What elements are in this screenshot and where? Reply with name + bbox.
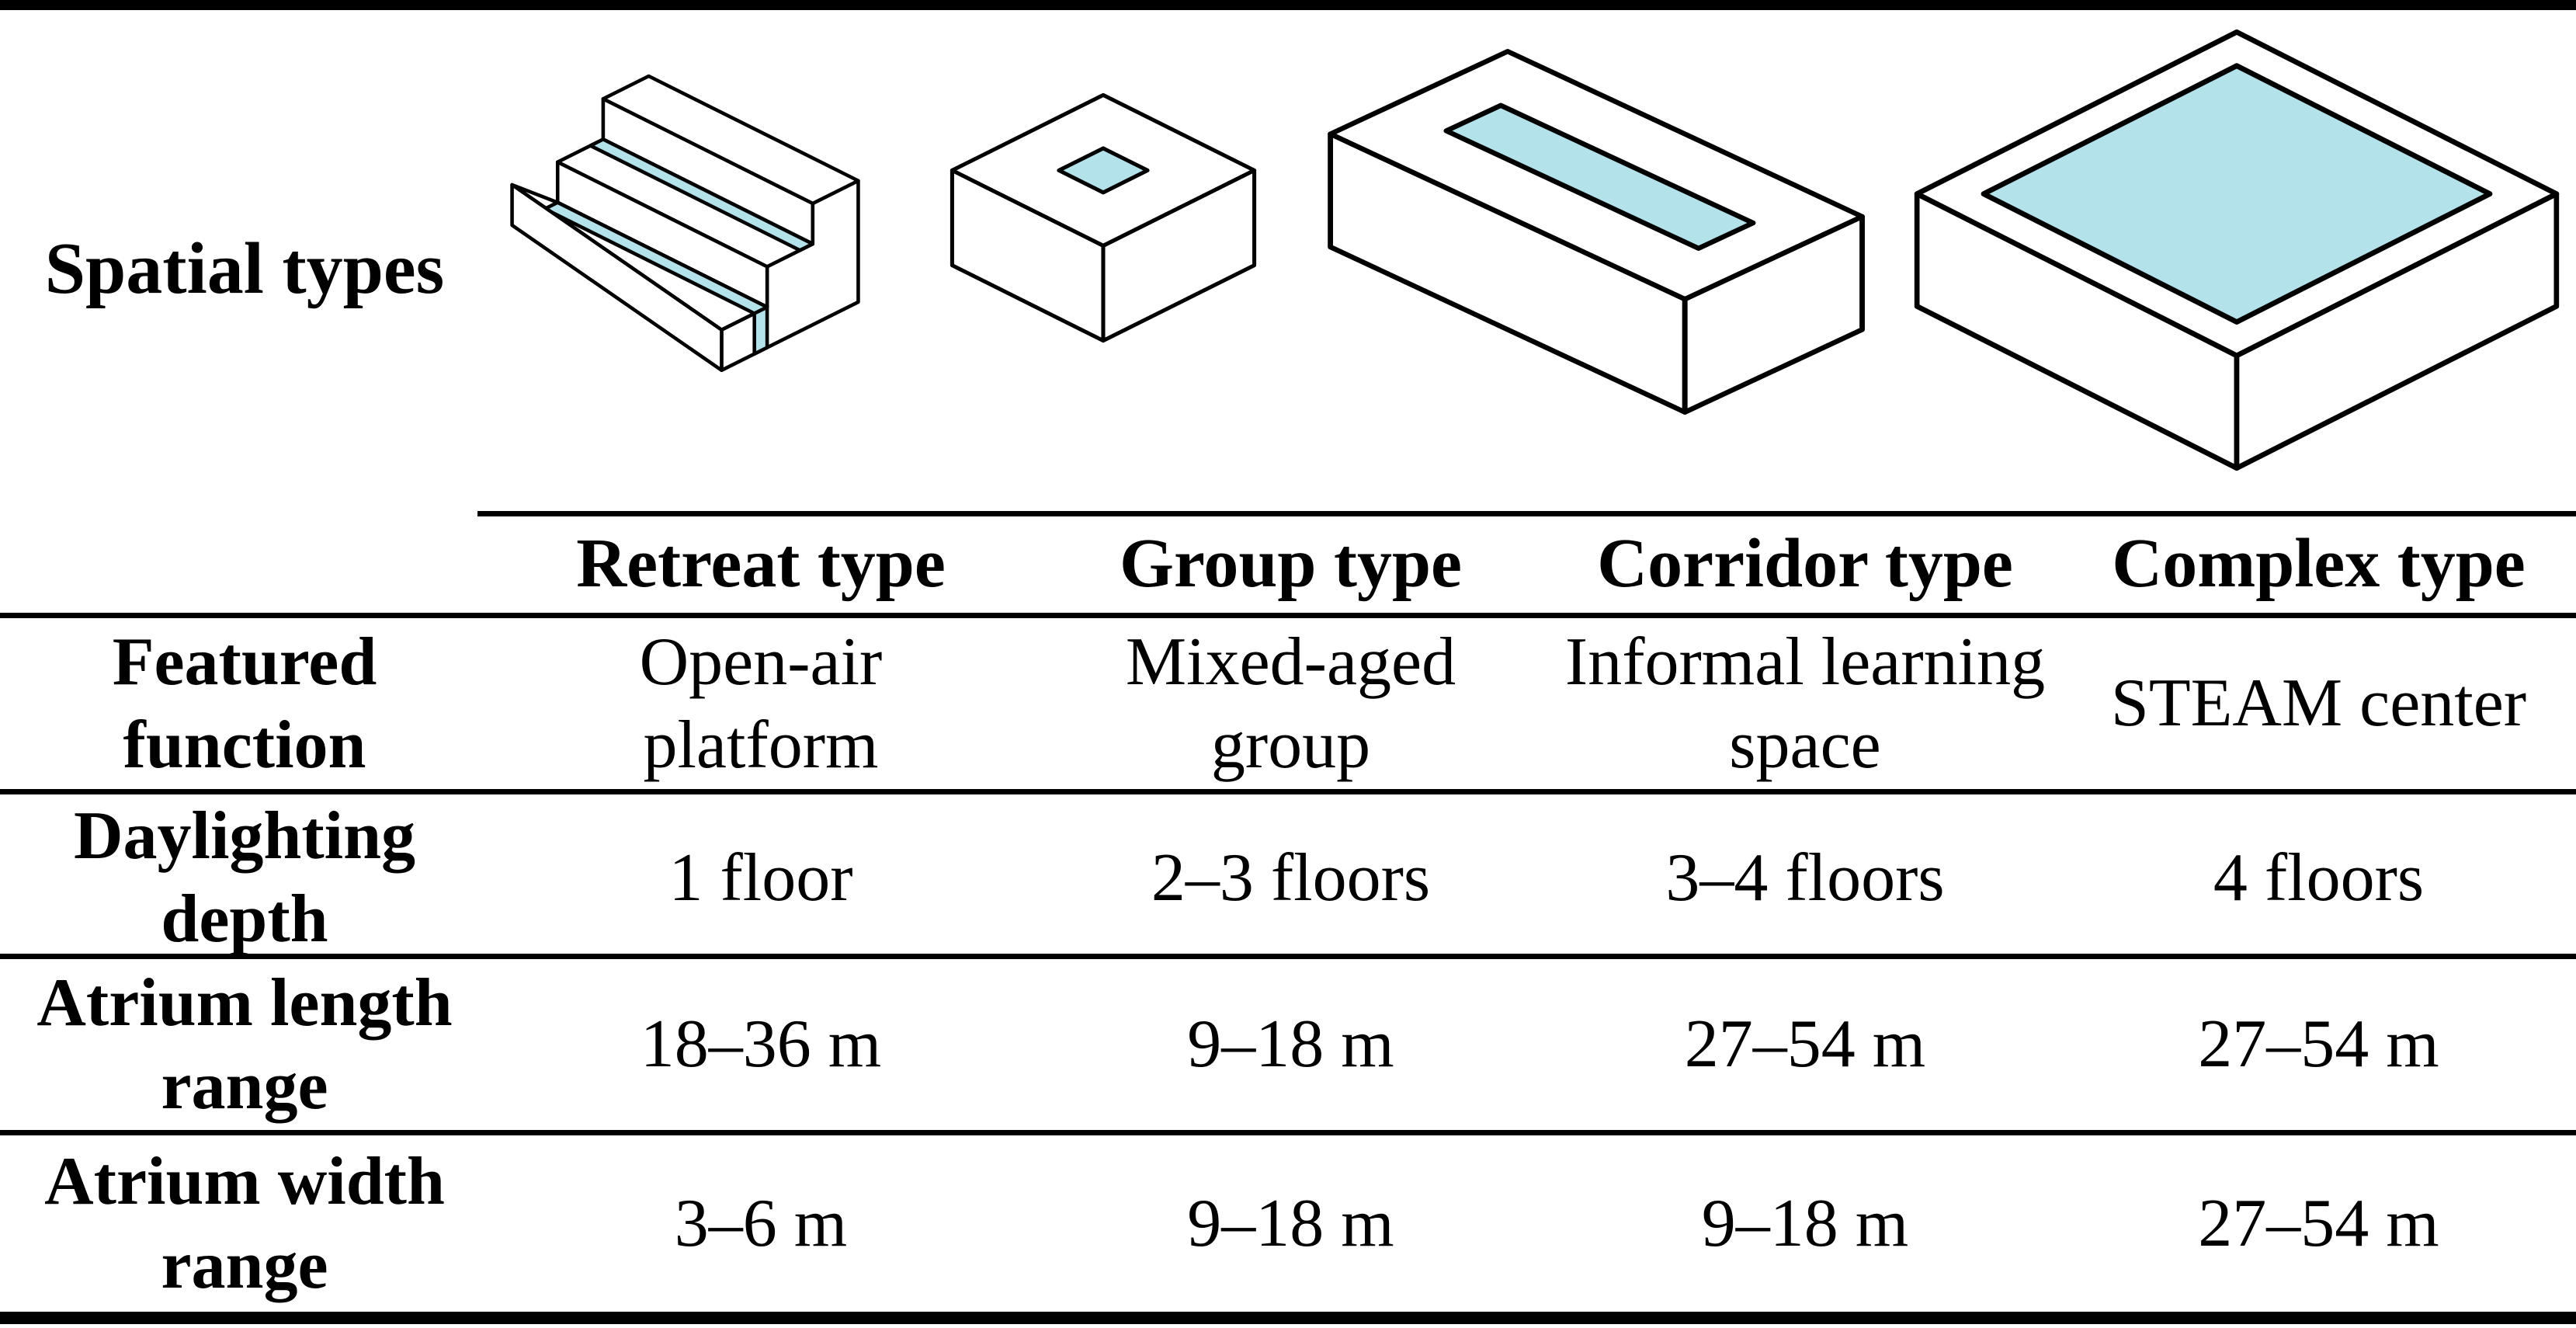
cell-width-complex: 27–54 m	[2198, 1185, 2439, 1261]
column-header-retreat: Retreat type	[576, 524, 946, 602]
rule-below-function-row	[0, 789, 2576, 794]
top-rule-right-segment	[476, 0, 2576, 10]
row-label-atrium-length-range: Atrium length range	[36, 965, 453, 1124]
corridor-atrium-skylight	[1443, 103, 1756, 251]
retreat-front-riser	[510, 183, 724, 373]
cell-depth-retreat: 1 floor	[668, 840, 853, 916]
cell-function-retreat: Open-air platform	[639, 624, 883, 783]
cell-depth-complex: 4 floors	[2213, 840, 2425, 916]
retreat-type-diagram	[510, 74, 860, 373]
daylighting-depth-row: Daylighting depth 1 floor 2–3 floors 3–4…	[0, 794, 2576, 957]
cell-function-group: Mixed-aged group	[1125, 624, 1456, 783]
cell-depth-corridor: 3–4 floors	[1665, 840, 1945, 916]
featured-function-row: Featured function Open-air platform Mixe…	[0, 618, 2576, 789]
cell-length-corridor: 27–54 m	[1684, 1006, 1926, 1083]
cell-width-corridor: 9–18 m	[1701, 1185, 1909, 1261]
cell-length-complex: 27–54 m	[2198, 1006, 2439, 1083]
column-header-row: Retreat type Group type Corridor type Co…	[0, 514, 2576, 613]
cell-function-corridor: Informal learning space	[1564, 624, 2046, 783]
atrium-length-range-row: Atrium length range 18–36 m 9–18 m 27–54…	[0, 959, 2576, 1130]
cell-length-retreat: 18–36 m	[640, 1006, 882, 1083]
retreat-upper-skylight-strip	[588, 137, 815, 252]
corridor-right-face	[1682, 214, 1865, 415]
rule-above-header-row	[477, 511, 2576, 516]
column-header-corridor: Corridor type	[1597, 524, 2013, 602]
group-atrium-skylight	[1057, 146, 1150, 195]
rule-below-depth-row	[0, 954, 2576, 959]
complex-type-diagram	[1914, 29, 2560, 471]
retreat-side-skylight-band	[752, 305, 769, 356]
group-right-face	[1101, 168, 1257, 343]
group-type-diagram	[950, 92, 1257, 343]
column-header-complex: Complex type	[2112, 524, 2526, 602]
bottom-rule	[0, 1312, 2576, 1324]
row-label-atrium-width-range: Atrium width range	[44, 1144, 445, 1303]
cell-length-group: 9–18 m	[1187, 1006, 1394, 1083]
spatial-types-row: Spatial types	[0, 26, 2576, 511]
corridor-type-diagram	[1328, 49, 1865, 415]
complex-right-face	[2234, 191, 2560, 471]
rule-below-length-row	[0, 1130, 2576, 1135]
corner-label: Spatial types	[44, 228, 445, 309]
atrium-width-range-row: Atrium width range 3–6 m 9–18 m 9–18 m 2…	[0, 1135, 2576, 1312]
rule-below-header-row	[0, 613, 2576, 618]
cell-depth-group: 2–3 floors	[1151, 840, 1431, 916]
top-rule-left-segment	[0, 0, 491, 10]
cell-function-complex: STEAM center	[2110, 666, 2527, 742]
column-header-group: Group type	[1120, 524, 1462, 602]
cell-width-group: 9–18 m	[1187, 1185, 1394, 1261]
row-label-daylighting-depth: Daylighting depth	[73, 798, 416, 958]
row-label-featured-function: Featured function	[112, 624, 377, 783]
cell-width-retreat: 3–6 m	[674, 1185, 848, 1261]
complex-atrium-skylight	[1981, 63, 2493, 325]
